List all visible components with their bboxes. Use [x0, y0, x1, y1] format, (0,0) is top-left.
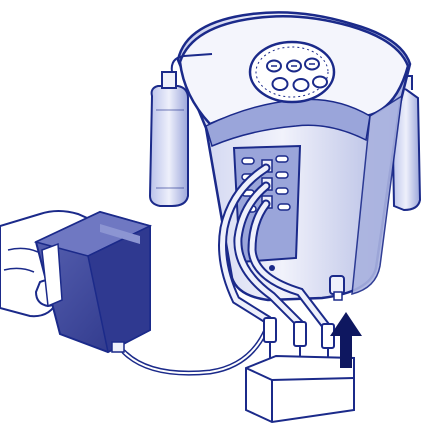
drain-box — [246, 356, 354, 422]
panel-button-4 — [273, 78, 288, 90]
panel-button-6 — [313, 77, 327, 88]
panel-button-5 — [294, 79, 309, 91]
cartridge-nozzle — [112, 342, 124, 352]
control-panel — [250, 42, 334, 102]
inkjet-cartridge — [36, 212, 150, 352]
